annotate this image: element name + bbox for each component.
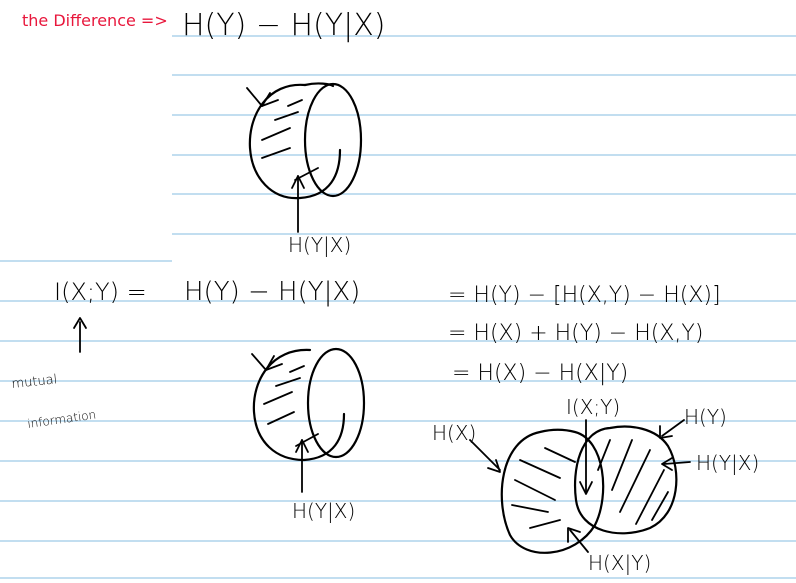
middle-entropy-diagram: H(Y|X) xyxy=(251,347,366,523)
mi-line-3: = H(X) − H(X|Y) xyxy=(452,361,628,386)
top-entropy-diagram: H(Y|X) xyxy=(246,82,363,257)
ruled-lines-lower xyxy=(0,260,796,579)
top-equation: H(Y) − H(Y|X) xyxy=(182,8,385,43)
top-circle-label: H(Y|X) xyxy=(288,233,351,257)
middle-circle-label: H(Y|X) xyxy=(292,499,355,523)
mutual-label-1: mutual xyxy=(11,372,58,392)
mi-lhs: I(X;Y) = xyxy=(54,278,147,306)
venn-label-hyx: H(Y|X) xyxy=(696,451,759,475)
venn-label-ixy: I(X;Y) xyxy=(566,395,620,419)
venn-label-hxy: H(X|Y) xyxy=(588,551,651,575)
venn-label-hx: H(X) xyxy=(432,421,476,445)
venn-diagram: H(X) I(X;Y) H(Y) H(Y|X) H(X|Y) xyxy=(432,395,759,575)
mutual-label-2: information xyxy=(26,407,97,431)
difference-caption: the Difference => xyxy=(22,11,168,30)
mi-line-2: = H(X) + H(Y) − H(X,Y) xyxy=(448,321,703,346)
mi-rhs-1: H(Y) − H(Y|X) xyxy=(184,277,360,307)
venn-label-hy: H(Y) xyxy=(684,405,727,429)
mi-rhs-2: = H(Y) − [H(X,Y) − H(X)] xyxy=(448,283,721,308)
mutual-info-pointer: mutual information xyxy=(11,317,97,431)
ruled-lines-upper xyxy=(172,35,796,235)
